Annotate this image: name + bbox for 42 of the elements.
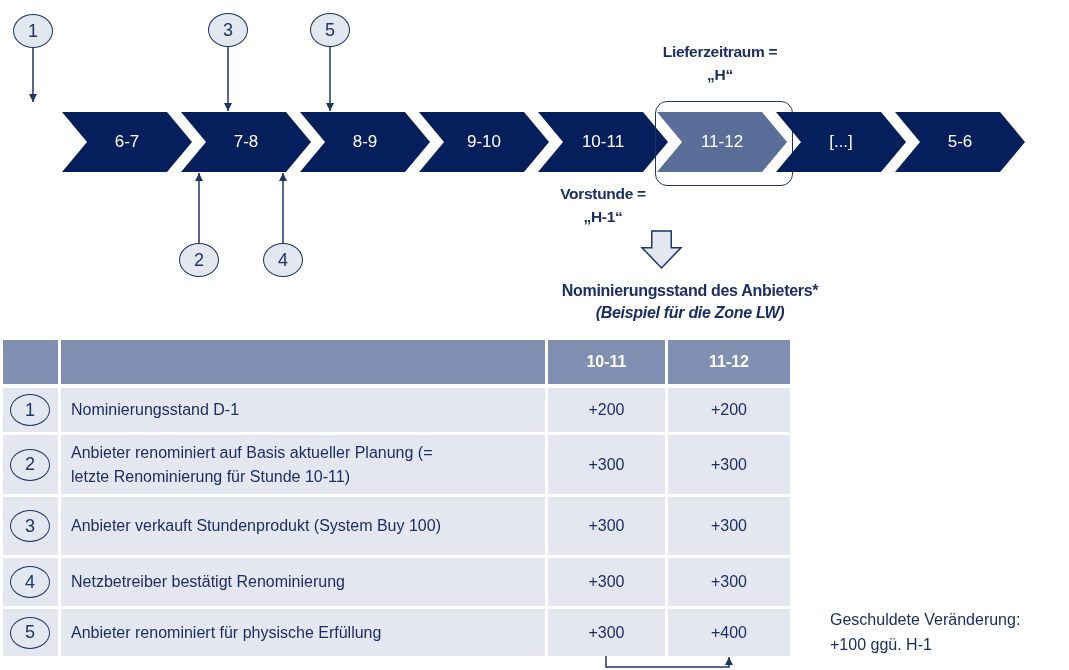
row-description: Anbieter renominiert für physische Erfüllung: [61, 609, 545, 656]
beside-note: Vorstunde = „H-1“: [560, 184, 646, 227]
column-header: 11-12: [668, 340, 790, 384]
callout-number: 2: [179, 243, 219, 277]
step-label: 10-11: [581, 132, 625, 152]
value-cell: +300: [668, 497, 790, 555]
arrow: [279, 172, 287, 244]
value-cell: +200: [668, 388, 790, 432]
section-heading: Nominierungsstand des Anbieters*: [560, 281, 820, 301]
arrow: [605, 655, 733, 668]
value-cell: +300: [548, 558, 665, 606]
callout-number: 5: [310, 13, 350, 47]
arrow: [326, 46, 334, 112]
value-cell: +300: [548, 435, 665, 494]
value-cell: +300: [668, 558, 790, 606]
callout-number: 1: [13, 14, 53, 48]
step-label: 11-12: [700, 132, 744, 152]
step-label: 5-6: [947, 132, 973, 152]
value-cell: +300: [548, 497, 665, 555]
callout-number: 4: [263, 243, 303, 277]
step-label: 7-8: [233, 132, 259, 152]
step-label: [...]: [829, 132, 853, 152]
value-cell: +300: [668, 435, 790, 494]
value-cell: +300: [548, 609, 665, 656]
note-text: Geschuldete Veränderung: +100 ggü. H-1: [830, 610, 1022, 655]
block-arrow: [640, 230, 683, 270]
step-label: 8-9: [352, 132, 378, 152]
value-cell: +400: [668, 609, 790, 656]
section-subheading: (Beispiel für die Zone LW): [594, 303, 786, 323]
period-heading: Lieferzeitraum = „H“: [662, 42, 778, 85]
row-description: Nominierungsstand D-1: [61, 388, 545, 432]
row-description: Anbieter verkauft Stundenprodukt (System Buy 100): [61, 497, 545, 555]
row-description: Netzbetreiber bestätigt Renominierung: [61, 558, 545, 606]
row-description: Anbieter renominiert auf Basis aktueller Planung (= letzte Renominierung für Stunde 10-11): [61, 435, 545, 494]
callout-number: 3: [208, 13, 248, 47]
step-label: 6-7: [114, 132, 140, 152]
arrow: [195, 172, 203, 244]
value-cell: +200: [548, 388, 665, 432]
step-label: 9-10: [467, 132, 501, 152]
arrow: [29, 47, 37, 103]
column-header: 10-11: [548, 340, 665, 384]
arrow: [224, 46, 232, 112]
